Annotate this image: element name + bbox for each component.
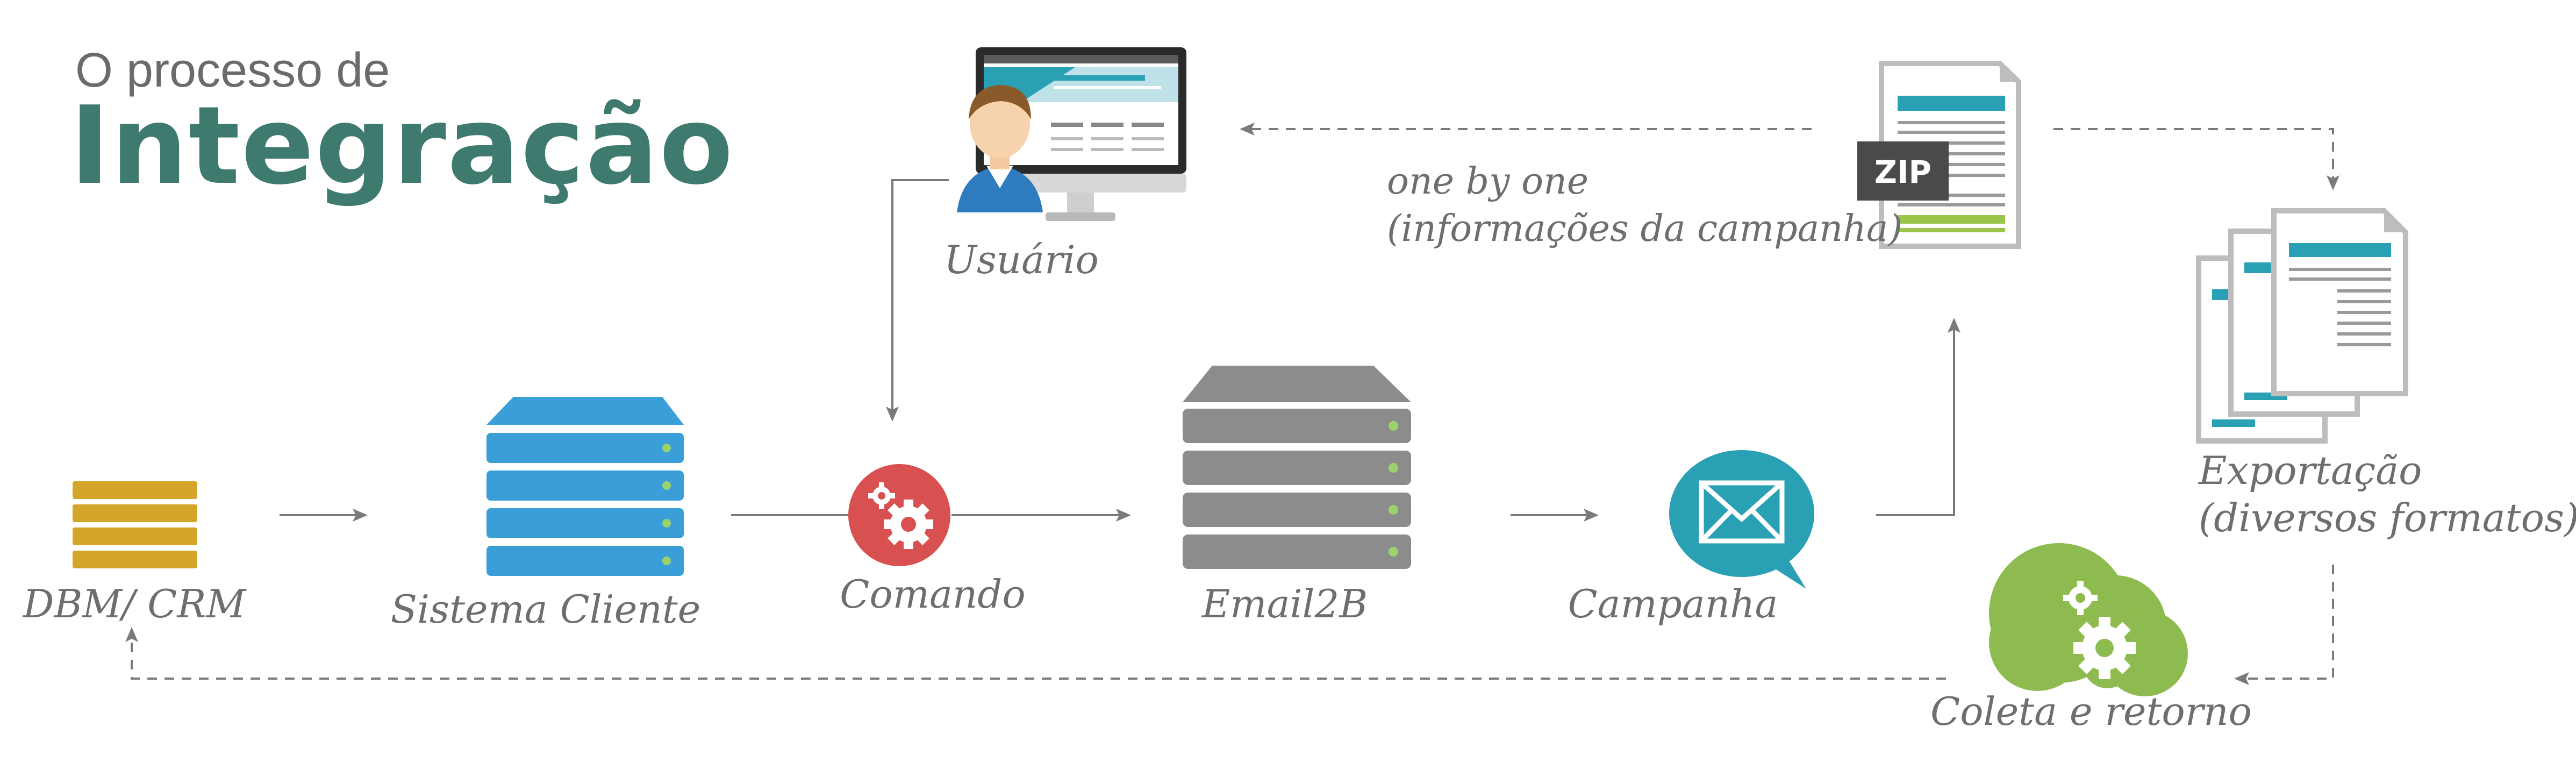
arrow-exportacao-to-coleta — [2234, 565, 2334, 685]
connectors — [125, 123, 2339, 685]
page-title: Integração — [70, 83, 734, 209]
label-dbm-crm: DBM/ CRM — [22, 581, 247, 626]
arrow-coleta-to-dbm — [125, 627, 1946, 680]
label-comando: Comando — [840, 572, 1025, 617]
note-one-by-one-line1: one by one — [1387, 160, 1588, 203]
label-coleta-retorno: Coleta e retorno — [1930, 689, 2252, 734]
label-sistema-cliente: Sistema Cliente — [391, 587, 701, 632]
label-email2b: Email2B — [1201, 581, 1368, 626]
note-one-by-one-line2: (informações da campanha) — [1387, 208, 1902, 250]
server-icon-email2b — [1183, 366, 1411, 569]
arrow-campanha-to-zip — [1876, 318, 1960, 516]
gear-icon — [848, 464, 950, 566]
title-subtitle: O processo de — [75, 44, 390, 97]
label-usuario: Usuário — [944, 237, 1099, 282]
arrow-zip-to-exportacao — [2053, 128, 2339, 190]
user-icon — [957, 85, 1043, 212]
cloud-gear-icon — [1989, 543, 2188, 696]
server-icon — [486, 397, 684, 576]
zip-label: ZIP — [1874, 154, 1931, 190]
arrow-usuario-to-comando — [886, 179, 949, 422]
documents-icon — [2196, 208, 2408, 444]
zip-document-icon — [1857, 61, 2021, 249]
stack-icon — [73, 481, 197, 568]
label-exportacao-line2: (diversos formatos) — [2199, 495, 2576, 540]
envelope-icon — [1669, 450, 1814, 589]
label-exportacao-line1: Exportação — [2198, 448, 2422, 493]
label-campanha: Campanha — [1568, 581, 1778, 626]
